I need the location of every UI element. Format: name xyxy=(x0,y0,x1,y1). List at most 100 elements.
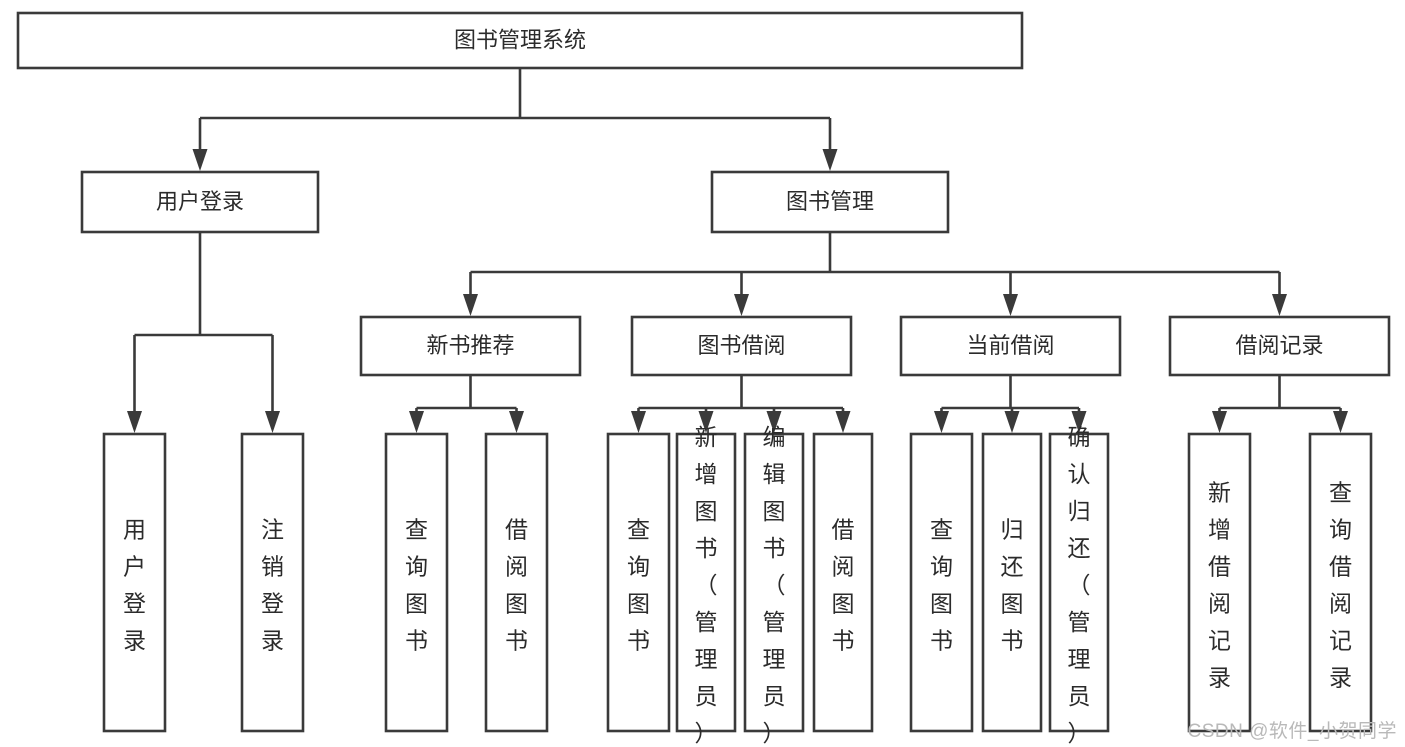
node-box[interactable] xyxy=(102,432,167,733)
node-label-char: 借 xyxy=(832,516,855,542)
node-box[interactable] xyxy=(630,315,853,377)
arrow-head-icon xyxy=(409,411,424,433)
node-label-char: （ xyxy=(695,572,718,598)
node-label-char: 归 xyxy=(1068,498,1091,524)
node-current[interactable]: 当前借阅 xyxy=(899,315,1122,377)
node-label-char: 书 xyxy=(505,627,528,653)
node-label-char: 记 xyxy=(1329,627,1352,653)
node-label-char: 查 xyxy=(1329,479,1352,505)
node-label-char: 录 xyxy=(261,627,284,653)
node-label-char: 增 xyxy=(1208,516,1231,542)
node-borrow[interactable]: 图书借阅 xyxy=(630,315,853,377)
arrow-head-icon xyxy=(192,149,208,171)
node-box[interactable] xyxy=(743,432,805,733)
node-login[interactable]: 用户登录 xyxy=(80,170,320,234)
node-label-char: 图 xyxy=(832,590,855,616)
node-box[interactable] xyxy=(80,170,320,234)
arrow-head-icon xyxy=(822,149,838,171)
arrow-head-icon xyxy=(127,411,142,433)
node-label-char: 录 xyxy=(123,627,146,653)
node-label-char: 员 xyxy=(1068,683,1091,709)
node-label-char: （ xyxy=(1068,572,1091,598)
arrow-head-icon xyxy=(463,294,478,316)
node-label: 图书借阅 xyxy=(697,333,785,358)
node-leaf1[interactable]: 用户登录 xyxy=(102,432,167,733)
node-label-char: 登 xyxy=(123,590,146,616)
arrow-head-icon xyxy=(835,411,851,433)
node-label-char: 归 xyxy=(1001,516,1024,542)
node-label-char: 查 xyxy=(405,516,428,542)
node-box[interactable] xyxy=(710,170,950,234)
node-label-char: 管 xyxy=(1068,609,1091,635)
arrow-head-icon xyxy=(1071,411,1087,433)
node-label: 图书管理系统 xyxy=(454,27,586,52)
arrow-head-icon xyxy=(631,411,646,433)
node-box[interactable] xyxy=(981,432,1043,733)
node-box[interactable] xyxy=(899,315,1122,377)
node-label-char: 辑 xyxy=(763,461,786,487)
node-label-char: 询 xyxy=(627,553,650,579)
node-box[interactable] xyxy=(1308,432,1373,733)
node-label-char: 理 xyxy=(763,646,786,672)
node-label-char: 阅 xyxy=(832,553,855,579)
node-label-char: 新 xyxy=(695,424,718,450)
node-label-char: 图 xyxy=(930,590,953,616)
connector-group xyxy=(192,68,838,171)
node-label-char: 查 xyxy=(930,516,953,542)
node-label-char: 图 xyxy=(405,590,428,616)
node-box[interactable] xyxy=(16,11,1024,70)
arrow-head-icon xyxy=(766,411,782,433)
node-label-char: 录 xyxy=(1329,664,1352,690)
arrow-head-icon xyxy=(1003,294,1018,316)
arrow-head-icon xyxy=(265,411,280,433)
node-box[interactable] xyxy=(1187,432,1252,733)
node-layer: 图书管理系统用户登录图书管理新书推荐图书借阅当前借阅借阅记录用户登录注销登录查询… xyxy=(16,11,1391,746)
node-label-char: 编 xyxy=(763,424,786,450)
node-box[interactable] xyxy=(359,315,582,377)
node-label-char: 询 xyxy=(405,553,428,579)
node-label-char: 还 xyxy=(1068,535,1091,561)
node-record[interactable]: 借阅记录 xyxy=(1168,315,1391,377)
node-label: 借阅记录 xyxy=(1235,333,1323,358)
node-box[interactable] xyxy=(384,432,449,733)
node-label-char: 书 xyxy=(695,535,718,561)
node-label-char: 认 xyxy=(1068,461,1091,487)
node-label-char: 查 xyxy=(627,516,650,542)
node-label-char: 书 xyxy=(405,627,428,653)
arrow-head-icon xyxy=(1272,294,1287,316)
node-label-char: ） xyxy=(763,720,786,746)
node-label-char: 记 xyxy=(1208,627,1231,653)
node-box[interactable] xyxy=(812,432,874,733)
node-box[interactable] xyxy=(606,432,671,733)
node-box[interactable] xyxy=(240,432,305,733)
node-box[interactable] xyxy=(909,432,974,733)
node-label-char: 用 xyxy=(123,516,146,542)
node-root[interactable]: 图书管理系统 xyxy=(16,11,1024,70)
node-box[interactable] xyxy=(1048,432,1110,733)
node-newbook[interactable]: 新书推荐 xyxy=(359,315,582,377)
node-box[interactable] xyxy=(1168,315,1391,377)
node-bookmgmt[interactable]: 图书管理 xyxy=(710,170,950,234)
node-label-char: 书 xyxy=(763,535,786,561)
node-box[interactable] xyxy=(675,432,737,733)
node-label-char: 图 xyxy=(1001,590,1024,616)
arrow-head-icon xyxy=(698,411,714,433)
connector-layer xyxy=(127,68,1348,433)
node-box[interactable] xyxy=(484,432,549,733)
node-label-char: 员 xyxy=(763,683,786,709)
node-label-char: 还 xyxy=(1001,553,1024,579)
